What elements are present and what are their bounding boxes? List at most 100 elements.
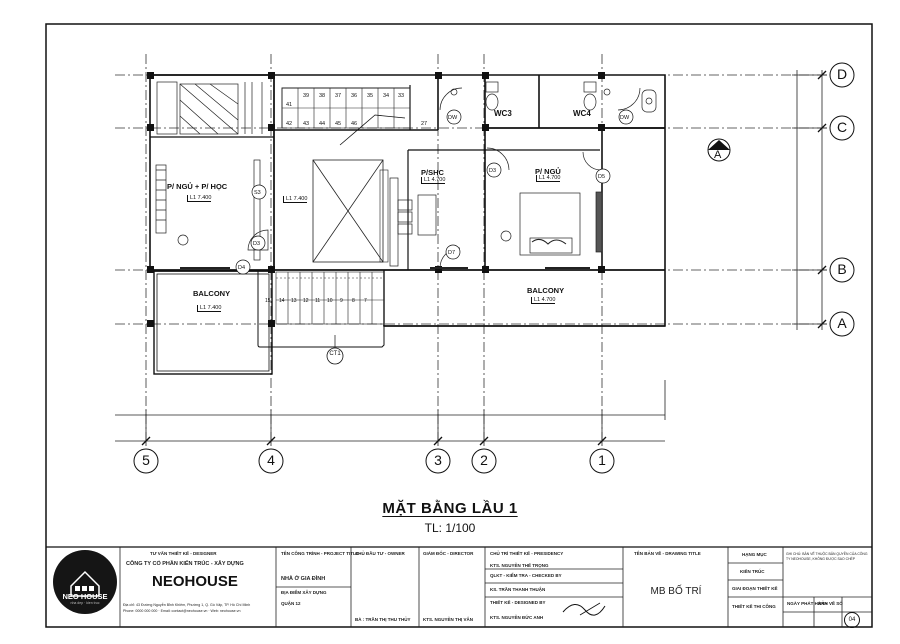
svg-text:15: 15 <box>265 298 271 304</box>
axis-label-2: 2 <box>480 452 488 468</box>
wc-fixtures <box>450 81 657 113</box>
phase-value: THIẾT KẾ THI CÔNG <box>732 604 776 609</box>
designer-name: KTS. NGUYỄN ĐỨC ANH <box>490 615 544 620</box>
location-value: QUẬN 12 <box>281 601 301 606</box>
svg-text:7: 7 <box>364 298 367 304</box>
owner-header: CHỦ ĐẦU TƯ - OWNER <box>355 551 405 556</box>
lower-stairs <box>275 271 385 325</box>
axis-label-5: 5 <box>142 452 150 468</box>
axis-label-1: 1 <box>598 452 606 468</box>
sheet-number-header: BẢN VẼ SỐ <box>818 601 843 606</box>
svg-text:8: 8 <box>352 298 355 304</box>
lead-name: KTS. NGUYỄN THẾ TRỌNG <box>490 563 549 568</box>
door-tags: D3 D4 S3 D7 D3 D5 DW DW <box>235 109 634 275</box>
level-value: 7.400 <box>197 195 212 201</box>
grid-lines <box>115 54 828 445</box>
axis-label-B: B <box>837 261 847 277</box>
level-prefix: L1 <box>539 175 546 181</box>
level-tag-bedroom: L1 4.700 <box>536 175 561 182</box>
director-name: KTS. NGUYỄN THỊ VÂN <box>423 617 474 622</box>
svg-text:DW: DW <box>620 115 630 121</box>
svg-text:A: A <box>714 149 722 161</box>
lead-header: CHỦ TRÌ THIẾT KẾ - PRESIDENCY <box>490 551 564 556</box>
wardrobe <box>156 81 263 135</box>
phase-header: GIAI ĐOẠN THIẾT KẾ <box>732 586 778 591</box>
project-name: NHÀ Ở GIA ĐÌNH <box>281 576 326 582</box>
company-name: CÔNG TY CỔ PHẦN KIẾN TRÚC - XÂY DỰNG <box>126 561 244 567</box>
svg-text:34: 34 <box>383 93 389 99</box>
level-tag-balcony-left: L1 7.400 <box>197 305 222 312</box>
svg-text:S3: S3 <box>254 190 261 196</box>
category-header: HẠNG MỤC <box>742 552 767 557</box>
pshc-furniture <box>389 177 468 269</box>
study-furniture <box>155 159 261 269</box>
level-value: 7.400 <box>293 196 308 202</box>
svg-text:12: 12 <box>303 298 309 304</box>
logo-text: NEO HOUSE <box>62 592 108 601</box>
level-tag-landing: L1 7.400 <box>283 196 308 203</box>
room-label-balcony-left: BALCONY <box>193 289 231 298</box>
svg-text:43: 43 <box>303 121 309 127</box>
level-prefix: L1 <box>190 195 197 201</box>
svg-text:41: 41 <box>286 102 292 108</box>
svg-text:46: 46 <box>351 121 357 127</box>
svg-text:35: 35 <box>367 93 373 99</box>
room-label-wc3: WC3 <box>494 109 512 118</box>
dimension-ticks <box>141 70 827 446</box>
drawing-scale: TL: 1/100 <box>424 521 476 535</box>
svg-text:14: 14 <box>279 298 285 304</box>
svg-text:D3: D3 <box>489 168 496 174</box>
title-block-grid <box>119 547 872 627</box>
axis-label-4: 4 <box>267 452 275 468</box>
axis-label-C: C <box>836 119 848 135</box>
svg-text:13: 13 <box>291 298 297 304</box>
sheet-border <box>45 23 873 628</box>
sheet-name: MB BỐ TRÍ <box>650 586 702 597</box>
room-label-bedroom: P/ NGỦ <box>535 167 561 176</box>
director-header: GIÁM ĐỐC - DIRECTOR <box>423 551 474 556</box>
stair-void <box>312 159 389 263</box>
svg-text:27: 27 <box>421 121 427 127</box>
date-header: NGÀY PHÁT HÀNH <box>787 601 828 606</box>
level-value: 4.700 <box>541 297 556 303</box>
axis-label-A: A <box>837 315 847 331</box>
level-prefix: L1 <box>286 196 293 202</box>
owner-name: BÀ : TRẦN THỊ THU THỦY <box>355 617 411 622</box>
svg-text:9: 9 <box>340 298 343 304</box>
location-header: ĐỊA ĐIỂM XÂY DỰNG <box>281 590 327 595</box>
svg-text:D7: D7 <box>448 250 455 256</box>
columns <box>147 72 605 327</box>
svg-text:42: 42 <box>286 121 292 127</box>
designer-header: TƯ VẤN THIẾT KẾ - DESIGNER <box>150 551 217 556</box>
level-prefix: L1 <box>534 297 541 303</box>
grid-bubbles-horizontal <box>829 62 855 337</box>
designer-role-header: THIẾT KẾ - DESIGNED BY <box>490 600 546 605</box>
qc-header: QLKT - KIỂM TRA - CHECKED BY <box>490 573 562 578</box>
room-label-balcony-right: BALCONY <box>527 286 565 295</box>
svg-text:44: 44 <box>319 121 325 127</box>
dimension-lines <box>115 70 827 446</box>
logo-subtext: nha dep · kien truc <box>70 601 100 605</box>
axis-label-3: 3 <box>434 452 442 468</box>
level-tag-pshc: L1 4.700 <box>421 177 446 184</box>
drawing-title: MẶT BẰNG LẦU 1 <box>382 500 518 517</box>
level-value: 4.700 <box>546 175 561 181</box>
stair-label: CT1 <box>329 351 341 357</box>
svg-text:D5: D5 <box>598 174 605 180</box>
company-address: Địa chỉ: 43 Đường Nguyễn Bỉnh Khiêm, Phư… <box>123 603 251 607</box>
svg-text:DW: DW <box>448 115 458 121</box>
svg-text:33: 33 <box>398 93 404 99</box>
brand-name: NEOHOUSE <box>152 573 238 590</box>
room-label-wc4: WC4 <box>573 109 591 118</box>
room-label-pshc: P/SHC <box>421 168 444 177</box>
svg-text:36: 36 <box>351 93 357 99</box>
svg-text:D4: D4 <box>238 265 245 271</box>
level-tag-balcony-right: L1 4.700 <box>531 297 556 304</box>
level-value: 4.700 <box>431 177 446 183</box>
level-prefix: L1 <box>200 305 207 311</box>
axis-label-D: D <box>836 66 848 82</box>
svg-text:37: 37 <box>335 93 341 99</box>
